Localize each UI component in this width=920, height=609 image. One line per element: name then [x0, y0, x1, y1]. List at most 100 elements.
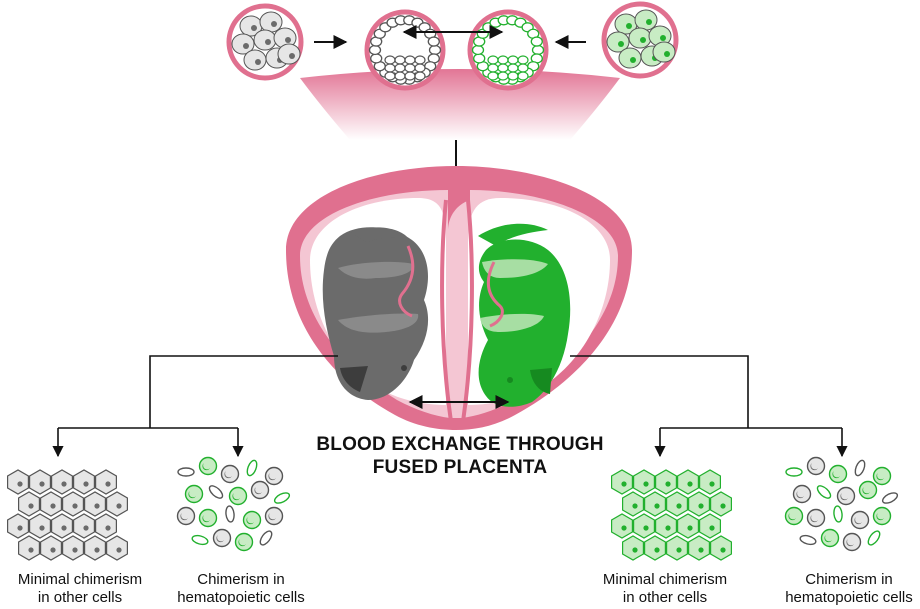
tissue-cell — [698, 513, 722, 539]
tissue-nucleus — [39, 525, 45, 531]
blood-cell-nucleus — [810, 463, 818, 471]
cell-nucleus — [243, 43, 249, 49]
tissue-nucleus — [687, 481, 693, 487]
cell-nucleus — [646, 19, 652, 25]
cell-nucleus — [660, 35, 666, 41]
cell-nucleus — [285, 37, 291, 43]
tissue-nucleus — [632, 547, 638, 553]
tissue-nucleus — [72, 547, 78, 553]
tissue-nucleus — [94, 503, 100, 509]
tissue-cell — [610, 513, 634, 539]
blastocyst-cell — [531, 44, 545, 56]
tissue-nucleus — [621, 481, 627, 487]
tissue-nucleus — [720, 503, 726, 509]
blood-cell-nucleus — [224, 471, 232, 479]
blood-exchange-label: BLOOD EXCHANGE THROUGH FUSED PLACENTA — [290, 433, 630, 479]
blood-cell-nucleus — [268, 513, 276, 521]
red-blood-cell — [881, 492, 899, 504]
red-blood-cell — [208, 485, 224, 499]
blood-cell-nucleus — [810, 515, 818, 523]
inner-cell-mass-cell — [414, 55, 426, 65]
inner-cell-mass-cell — [487, 55, 499, 65]
tissue-nucleus — [72, 503, 78, 509]
blood-cell-nucleus — [854, 517, 862, 525]
inner-cell-mass-cell — [414, 71, 426, 81]
blood-cell-nucleus — [202, 515, 210, 523]
tissue-nucleus — [665, 481, 671, 487]
caption-right-hema-line1: Chimerism in — [805, 571, 893, 588]
tissue-cell — [39, 535, 63, 561]
grey-blastocyst — [364, 9, 446, 91]
caption-right-other-cells: Minimal chimerism in other cells — [570, 571, 760, 607]
tissue-nucleus — [720, 547, 726, 553]
blood-cell — [198, 456, 218, 476]
blood-cell-nucleus — [268, 473, 276, 481]
blood-cell-nucleus — [840, 493, 848, 501]
inner-cell-mass-cell — [394, 55, 406, 65]
tissue-nucleus — [621, 525, 627, 531]
inner-cell-mass-cell — [394, 63, 406, 73]
blood-cell — [250, 480, 270, 500]
blood-cell — [828, 464, 848, 484]
grey-tissue-cells — [6, 469, 129, 561]
tissue-nucleus — [676, 547, 682, 553]
caption-left-hema-line1: Chimerism in — [197, 571, 285, 588]
tissue-cell — [50, 469, 74, 495]
tissue-cell — [632, 469, 656, 495]
tissue-cell — [654, 513, 678, 539]
morula-cell — [277, 43, 301, 65]
blood-cell-nucleus — [876, 513, 884, 521]
inner-cell-mass-cell — [507, 71, 519, 81]
tissue-nucleus — [83, 481, 89, 487]
cell-nucleus — [664, 51, 670, 57]
morula-cell — [652, 41, 676, 63]
tissue-nucleus — [61, 525, 67, 531]
blood-cell — [264, 506, 284, 526]
inner-cell-mass-cell — [404, 63, 416, 73]
caption-right-other-line2: in other cells — [622, 589, 708, 606]
red-blood-cell — [273, 492, 291, 504]
mixed-hematopoietic-cells-left — [176, 456, 291, 552]
tissue-cell — [39, 491, 63, 517]
inner-cell-mass-cell — [497, 55, 509, 65]
tissue-cell — [94, 469, 118, 495]
blood-cell-nucleus — [876, 473, 884, 481]
caption-right-hema-line2: hematopoietic cells — [785, 589, 913, 606]
morula-cell — [618, 47, 642, 69]
caption-right-hematopoietic: Chimerism in hematopoietic cells — [754, 571, 920, 607]
blood-cell-nucleus — [824, 535, 832, 543]
red-blood-cell — [799, 534, 817, 546]
cell-nucleus — [618, 41, 624, 47]
tissue-cell — [72, 513, 96, 539]
tissue-nucleus — [687, 525, 693, 531]
inner-cell-mass-cell — [487, 71, 499, 81]
tissue-cell — [61, 535, 85, 561]
inner-cell-mass-cell — [517, 55, 529, 65]
morula-cell — [231, 33, 255, 55]
blood-cell — [242, 510, 262, 530]
tissue-nucleus — [39, 481, 45, 487]
tissue-cell — [643, 491, 667, 517]
blood-cell — [264, 466, 284, 486]
inner-cell-mass-cell — [394, 71, 406, 81]
blastocyst-cell — [370, 53, 383, 64]
blood-cell — [820, 528, 840, 548]
tissue-cell — [83, 491, 107, 517]
cell-nucleus — [265, 39, 271, 45]
tissue-nucleus — [654, 503, 660, 509]
red-blood-cell — [191, 534, 209, 546]
left-branch-connector — [52, 355, 338, 458]
blood-cell-nucleus — [788, 513, 796, 521]
blastocyst-cell — [428, 44, 442, 56]
blood-exchange-label-line1: BLOOD EXCHANGE THROUGH — [316, 434, 604, 455]
inner-cell-mass-cell — [517, 63, 529, 73]
red-blood-cell — [854, 459, 866, 477]
blood-cell — [850, 510, 870, 530]
caption-left-hema-line2: hematopoietic cells — [177, 589, 305, 606]
tissue-cell — [18, 491, 41, 517]
grey-umbilical-cord — [398, 245, 415, 318]
tissue-cell — [654, 469, 678, 495]
inner-cell-mass-cell — [517, 71, 529, 81]
tissue-nucleus — [654, 547, 660, 553]
